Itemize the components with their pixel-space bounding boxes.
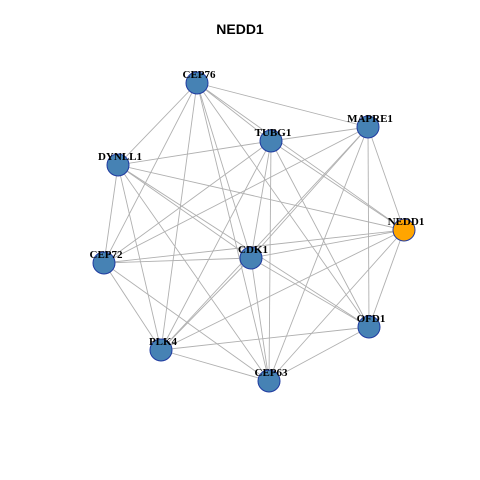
edge-cep76-tubg1 (196, 82, 272, 142)
edge-tubg1-cep72 (103, 140, 272, 264)
edge-tubg1-cep63 (268, 140, 272, 382)
edge-nedd1-cep72 (103, 229, 405, 264)
edge-mapre1-plk4 (160, 126, 369, 351)
edge-tubg1-dynll1 (117, 140, 272, 166)
edge-tubg1-cdk1 (250, 140, 272, 259)
edge-nedd1-cep63 (268, 229, 405, 382)
edge-cep76-plk4 (160, 82, 198, 351)
node-cep63 (257, 369, 281, 393)
edge-dynll1-plk4 (117, 164, 162, 351)
edge-cep72-plk4 (103, 262, 162, 351)
node-label-dynll1: DYNLL1 (98, 151, 142, 163)
edge-cep76-nedd1 (196, 82, 405, 231)
network-title: NEDD1 (216, 21, 264, 37)
edge-mapre1-ofd1 (367, 126, 370, 328)
edge-cep72-cdk1 (103, 257, 252, 264)
node-label-nedd1: NEDD1 (388, 216, 425, 228)
node-label-tubg1: TUBG1 (255, 127, 292, 139)
edge-tubg1-nedd1 (270, 140, 405, 231)
node-label-cdk1: CDK1 (238, 244, 268, 256)
edge-cep76-mapre1 (196, 82, 369, 128)
node-cep72 (92, 251, 116, 275)
edge-cdk1-plk4 (160, 257, 252, 351)
edge-dynll1-cep72 (103, 164, 119, 264)
node-label-plk4: PLK4 (149, 336, 178, 348)
edge-cep72-cep63 (103, 262, 270, 382)
node-cdk1 (239, 246, 263, 270)
edge-mapre1-cep63 (268, 126, 369, 382)
edge-mapre1-tubg1 (270, 126, 369, 142)
edge-cep76-ofd1 (196, 82, 370, 328)
edge-cdk1-cep63 (250, 257, 270, 382)
node-label-ofd1: OFD1 (357, 313, 386, 325)
node-layer (92, 71, 416, 393)
edge-tubg1-ofd1 (270, 140, 370, 328)
edge-nedd1-cdk1 (250, 229, 405, 259)
node-nedd1 (392, 218, 416, 242)
edge-dynll1-ofd1 (117, 164, 370, 328)
edge-dynll1-cdk1 (117, 164, 252, 259)
edge-cep76-dynll1 (117, 82, 198, 166)
edge-dynll1-nedd1 (117, 164, 405, 231)
edge-ofd1-plk4 (160, 326, 370, 351)
edge-layer (103, 82, 405, 382)
edge-nedd1-plk4 (160, 229, 405, 351)
edge-ofd1-cep63 (268, 326, 370, 382)
node-tubg1 (259, 129, 283, 153)
node-cep76 (185, 71, 209, 95)
edge-mapre1-cep72 (103, 126, 369, 264)
node-label-cep63: CEP63 (255, 367, 289, 379)
edge-plk4-cep63 (160, 349, 270, 382)
edge-cep76-cep63 (196, 82, 270, 382)
node-plk4 (149, 338, 173, 362)
edge-tubg1-plk4 (160, 140, 272, 351)
node-mapre1 (356, 115, 380, 139)
edge-cep76-cep72 (103, 82, 198, 264)
edge-dynll1-cep63 (117, 164, 270, 382)
node-label-cep72: CEP72 (90, 249, 124, 261)
node-ofd1 (357, 315, 381, 339)
node-label-mapre1: MAPRE1 (347, 113, 393, 125)
edge-cdk1-ofd1 (250, 257, 370, 328)
edge-mapre1-nedd1 (367, 126, 405, 231)
edge-nedd1-ofd1 (368, 229, 405, 328)
node-dynll1 (106, 153, 130, 177)
node-label-cep76: CEP76 (183, 69, 217, 81)
edge-cep76-cdk1 (196, 82, 252, 259)
